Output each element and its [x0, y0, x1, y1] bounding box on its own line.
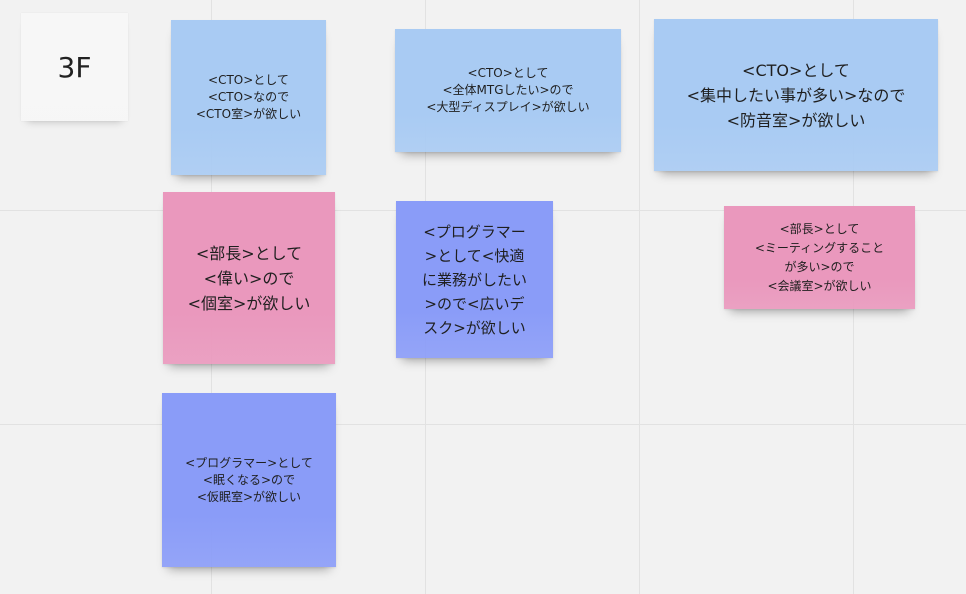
sticky-note-text: <部長>として <ミーティングすること が多い>ので <会議室>が欲しい: [754, 221, 885, 293]
sticky-note-large-display[interactable]: <CTO>として <全体MTGしたい>ので <大型ディスプレイ>が欲しい: [395, 29, 621, 152]
sticky-note-text: <CTO>として <全体MTGしたい>ので <大型ディスプレイ>が欲しい: [426, 66, 590, 114]
sticky-note-private-office[interactable]: <部長>として <偉い>ので <個室>が欲しい: [163, 192, 335, 364]
sticky-note-nap-room[interactable]: <プログラマー>として <眠くなる>ので <仮眠室>が欲しい: [162, 393, 336, 567]
sticky-note-text: <CTO>として <集中したい事が多い>なので <防音室>が欲しい: [686, 60, 906, 130]
sticky-note-text: <CTO>として <CTO>なので <CTO室>が欲しい: [195, 73, 302, 121]
sticky-note-cto-room[interactable]: <CTO>として <CTO>なので <CTO室>が欲しい: [171, 20, 326, 175]
sticky-note-text: <プログラマー >として<快適 に業務がしたい >ので<広いデ スク>が欲しい: [421, 222, 527, 337]
floor-label-text: 3F: [57, 50, 92, 84]
sticky-note-text: <プログラマー>として <眠くなる>ので <仮眠室>が欲しい: [185, 455, 313, 504]
sticky-note-meeting-room[interactable]: <部長>として <ミーティングすること が多い>ので <会議室>が欲しい: [724, 206, 915, 309]
floor-label-note[interactable]: 3F: [21, 13, 128, 121]
sticky-note-text: <部長>として <偉い>ので <個室>が欲しい: [187, 243, 311, 313]
sticky-note-wide-desk[interactable]: <プログラマー >として<快適 に業務がしたい >ので<広いデ スク>が欲しい: [396, 201, 553, 358]
sticky-note-soundproof-room[interactable]: <CTO>として <集中したい事が多い>なので <防音室>が欲しい: [654, 19, 938, 171]
